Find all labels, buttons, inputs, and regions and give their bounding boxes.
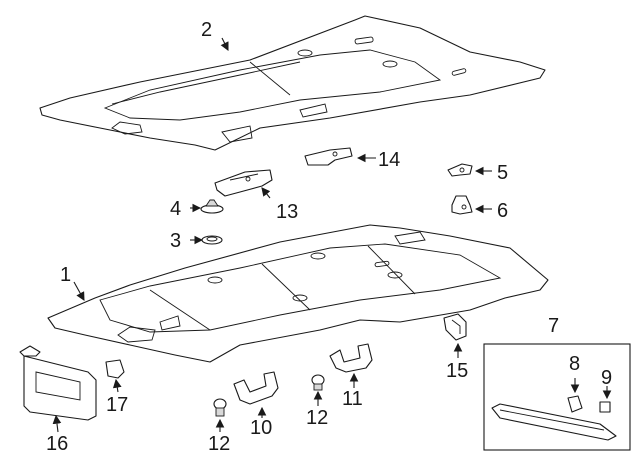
callout-17: 17 (106, 394, 128, 416)
callout-4: 4 (170, 198, 181, 220)
grommet-part-3 (201, 235, 223, 245)
retainer-part-4 (200, 199, 224, 214)
headliner-upper-part-2 (39, 15, 546, 151)
grab-handle-part-10 (233, 371, 279, 405)
callout-8: 8 (569, 353, 580, 375)
callout-12-left: 12 (208, 433, 230, 455)
callout-15: 15 (446, 360, 468, 382)
sun-visor-part-16 (19, 345, 97, 421)
clip-part-5 (447, 163, 473, 177)
callout-10: 10 (250, 417, 272, 439)
callout-13: 13 (276, 201, 298, 223)
fastener-part-12-left (213, 398, 227, 417)
callout-5: 5 (497, 162, 508, 184)
grab-handle-part-11 (329, 343, 373, 373)
clip-part-6 (451, 195, 473, 215)
callout-12-right: 12 (306, 407, 328, 429)
fastener-part-12-right (311, 374, 325, 391)
bracket-part-15 (443, 313, 467, 341)
visor-clip-part-17 (105, 359, 125, 379)
callout-3: 3 (170, 230, 181, 252)
callout-11: 11 (342, 388, 363, 410)
leader-lines (52, 37, 612, 433)
callout-6: 6 (497, 200, 508, 222)
callout-16: 16 (46, 433, 68, 455)
headliner-lower-part-1 (47, 224, 549, 363)
bracket-part-13 (214, 169, 273, 197)
callout-9: 9 (601, 367, 612, 389)
callout-2: 2 (201, 19, 212, 41)
callout-7: 7 (548, 315, 559, 337)
bracket-part-14 (304, 147, 353, 166)
callout-14: 14 (378, 149, 400, 171)
inset-part-7-box (483, 343, 631, 451)
callout-1: 1 (60, 264, 71, 286)
